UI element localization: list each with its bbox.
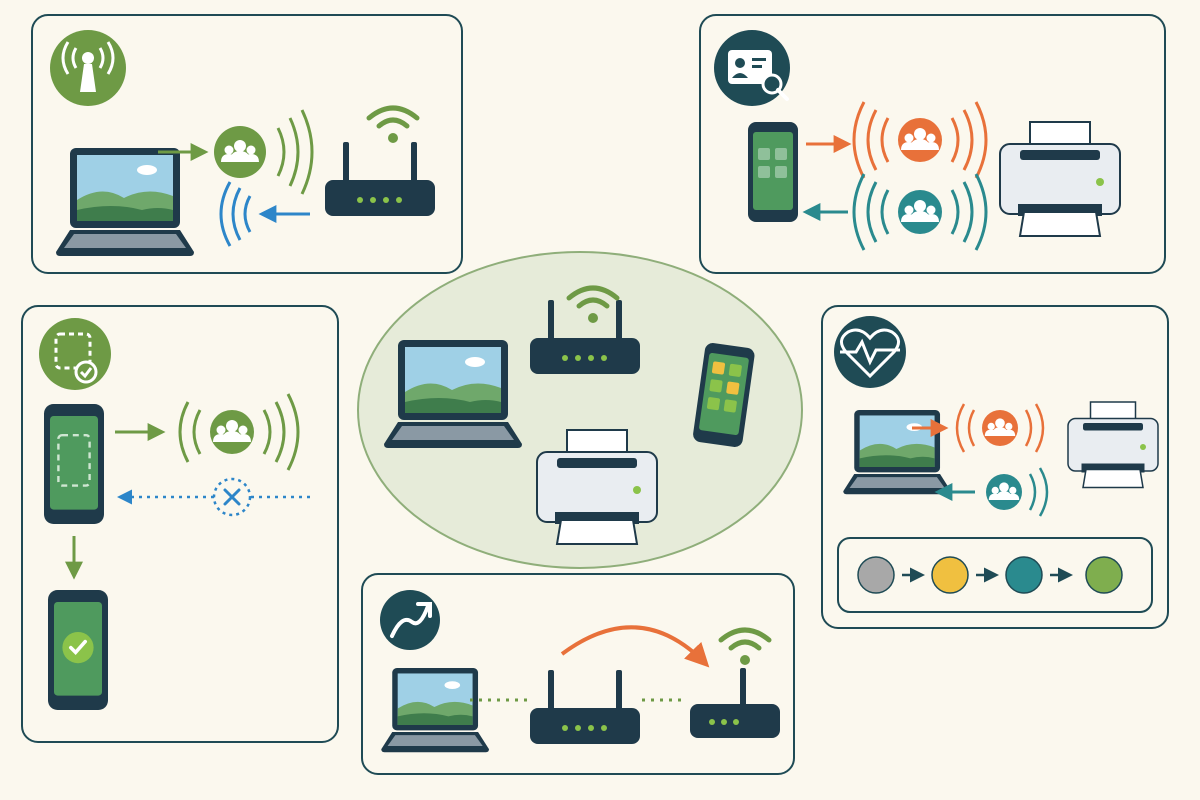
handoff-arrow xyxy=(560,625,710,668)
health-monitor-panel xyxy=(821,305,1169,629)
laptop-icon xyxy=(56,148,194,256)
people-signal-icon xyxy=(852,173,988,251)
status-dot-yellow xyxy=(931,556,969,594)
people-signal-icon xyxy=(986,467,1049,517)
access-point-panel xyxy=(31,14,463,274)
heartbeat-icon xyxy=(834,316,906,388)
smartphone-icon xyxy=(692,342,756,448)
smartphone-icon xyxy=(748,122,798,222)
device-discovery-panel xyxy=(699,14,1166,274)
status-sequence xyxy=(837,537,1153,613)
smartphone-icon xyxy=(48,590,108,710)
laptop-icon xyxy=(843,410,951,495)
status-dot-teal xyxy=(1005,556,1043,594)
id-card-search-icon xyxy=(714,30,790,106)
status-dot-gray xyxy=(857,556,895,594)
laptop-icon xyxy=(384,340,522,448)
home-network-hub xyxy=(357,251,803,569)
laptop-icon xyxy=(381,668,489,753)
device-verify-icon xyxy=(39,318,111,390)
people-signal-icon xyxy=(178,393,300,471)
signal-waves-icon xyxy=(219,181,252,247)
people-signal-icon xyxy=(214,109,314,195)
trend-arrow-icon xyxy=(380,590,440,650)
broadcast-tower-icon xyxy=(50,30,126,106)
roaming-panel xyxy=(361,573,795,775)
people-signal-icon xyxy=(852,101,988,179)
router-icon xyxy=(690,668,780,738)
smartphone-icon xyxy=(44,404,104,524)
error-x-icon xyxy=(212,477,252,517)
onboarding-panel xyxy=(21,305,339,743)
people-signal-icon xyxy=(955,403,1045,453)
status-dot-green xyxy=(1085,556,1123,594)
